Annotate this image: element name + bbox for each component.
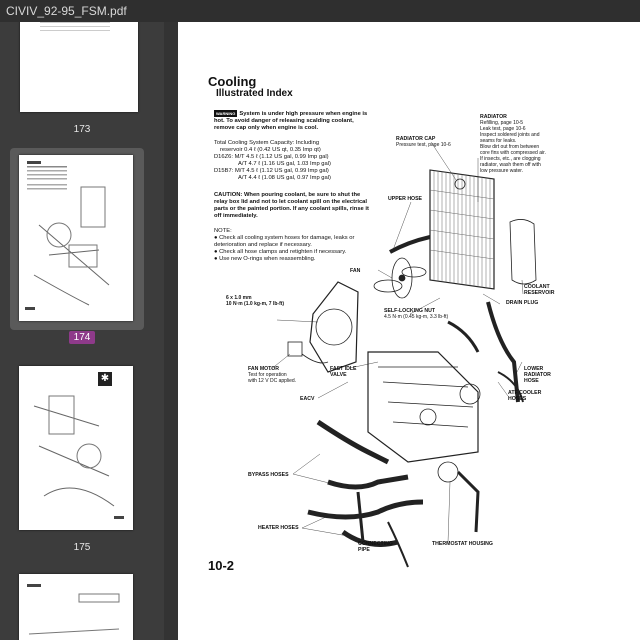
label-self-locking-nut-sub: 4.5 N·m (0.45 kg-m, 3.3 lb-ft): [384, 314, 449, 320]
label-bypass-hoses: BYPASS HOSES: [248, 472, 289, 478]
label-coolant-reservoir: COOLANT RESERVOIR: [524, 284, 555, 296]
label-radiator: RADIATOR: [480, 114, 507, 120]
label-self-locking-nut: SELF-LOCKING NUT: [384, 308, 436, 314]
page-number: 10-2: [208, 558, 235, 573]
label-fan: FAN: [350, 268, 361, 274]
label-connecting-pipe: CONNECTING PIPE: [358, 541, 393, 553]
bookmark-icon: ✱: [98, 372, 112, 386]
thumbnail-preview: [33, 395, 124, 519]
notes-block: NOTE: ● Check all cooling system hoses f…: [214, 228, 355, 262]
warning-icon: WARNING: [214, 110, 238, 117]
label-heater-hoses: HEATER HOSES: [258, 525, 299, 531]
thumbnail-label-selected: 174: [0, 331, 164, 344]
cooling-diagram: [269, 141, 537, 568]
label-thermostat-housing: THERMOSTAT HOUSING: [432, 541, 493, 547]
page-thumbnail[interactable]: [19, 574, 133, 640]
window-title: CIVIV_92-95_FSM.pdf: [0, 0, 640, 22]
label-fan-motor-sub: Test for operation with 12 V DC applied.: [248, 372, 297, 384]
label-drain-plug: DRAIN PLUG: [506, 300, 539, 306]
thumbnail-label: 175: [73, 542, 91, 553]
caution-text: CAUTION: When pouring coolant, be sure t…: [214, 192, 369, 219]
page-subtitle: Illustrated Index: [216, 88, 293, 99]
label-atf-cooler-hoses: ATF COOLER HOSES: [508, 390, 542, 402]
thumbnail-preview: [27, 584, 120, 635]
page-title: Cooling: [208, 74, 257, 89]
label-radiator-cap-sub: Pressure test, page 10-6: [396, 142, 451, 148]
thumbnail-preview: [25, 161, 110, 310]
thumbnail-sidebar[interactable]: 173 174 ✱ 175: [0, 22, 164, 640]
label-fast-idle-valve: FAST IDLE VALVE: [330, 366, 357, 378]
thumbnail-label: 173: [73, 124, 91, 135]
label-radiator-sub: Refilling, page 10-5 Leak test, page 10-…: [480, 120, 546, 174]
label-fan-motor: FAN MOTOR: [248, 366, 280, 372]
label-bolt-spec: 6 x 1.0 mm 10 N·m (1.0 kg-m, 7 lb-ft): [226, 295, 285, 307]
capacity-block: Total Cooling System Capacity: Including…: [214, 140, 331, 181]
sidebar-divider[interactable]: [164, 22, 178, 640]
page-thumbnail-selected[interactable]: [19, 155, 133, 321]
label-upper-hose: UPPER HOSE: [388, 196, 423, 202]
label-eacv: EACV: [300, 396, 315, 402]
label-radiator-cap: RADIATOR CAP: [396, 136, 436, 142]
label-lower-radiator-hose: LOWER RADIATOR HOSE: [524, 366, 551, 384]
page-thumbnail[interactable]: [19, 366, 133, 530]
page-thumbnail[interactable]: [20, 22, 138, 112]
